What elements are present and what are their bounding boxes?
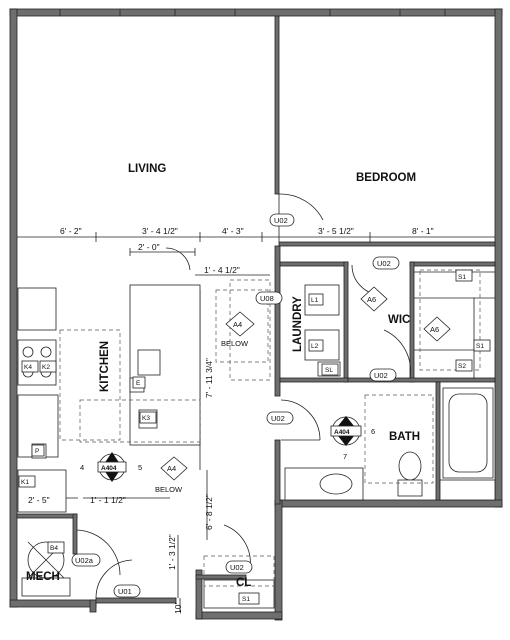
mech-equipment [21, 541, 71, 597]
bath-fixtures [284, 387, 496, 501]
door-tag: U02a [75, 556, 94, 565]
room-label-wic: WIC [388, 314, 410, 326]
section-tag: 6 [371, 427, 375, 436]
door-tag: U02 [377, 259, 391, 268]
section-tag: 7 [343, 452, 347, 461]
section-tag: A4 [167, 464, 176, 473]
door-tag: U01 [118, 587, 132, 596]
room-label-cl: CL [236, 577, 251, 589]
fixture-tag: K1 [21, 479, 29, 486]
dimension-label: 6' - 8 1/2" [204, 494, 214, 530]
dimension-label: 7' - 11 3/4" [204, 358, 214, 398]
section-tag: A6 [367, 295, 376, 304]
dimension-label: 1' - 4 1/2" [204, 265, 240, 275]
section-tag: A404 [334, 429, 350, 436]
dimension-label: 2' - 0" [138, 242, 160, 252]
door-tag: U02 [230, 563, 244, 572]
door-tag: U08 [260, 294, 274, 303]
fixture-tag: S1 [458, 274, 466, 281]
dimension-label: 10' [173, 603, 183, 614]
room-label-kitchen: KITCHEN [99, 341, 111, 392]
dimension-label: 3' - 5 1/2" [318, 226, 354, 236]
fixture-tag: L1 [311, 297, 319, 304]
fixture-tag: K4 [24, 364, 32, 371]
fixture-tag: S1 [476, 343, 484, 350]
fixture-tag: S1 [242, 596, 250, 603]
exterior-walls [9, 8, 503, 621]
tag-boxes [18, 213, 491, 605]
fixture-tag: SL [325, 367, 333, 374]
room-label-bath: BATH [389, 431, 420, 443]
section-tag: A6 [430, 325, 439, 334]
fixture-tag: S2 [458, 363, 466, 370]
dimension-label: 2' - 5" [28, 495, 50, 505]
dimension-label: 1' - 1 1/2" [90, 495, 126, 505]
dimension-label: 1' - 3 1/2" [167, 534, 177, 570]
dimension-label: 4' - 3" [222, 226, 244, 236]
section-tag: 4 [80, 463, 84, 472]
dimension-label: 8' - 1" [412, 226, 434, 236]
room-label-bedroom: BEDROOM [356, 172, 416, 184]
section-tag: A4 [233, 320, 242, 329]
fixture-tag: E [136, 380, 141, 387]
section-tag: A404 [101, 465, 117, 472]
door-tag: U02 [274, 216, 288, 225]
wic-shelving [414, 269, 495, 378]
interior-walls [16, 15, 496, 580]
fixture-tag: B4 [50, 545, 58, 552]
dimension-label: 3' - 4 1/2" [142, 226, 178, 236]
section-markers [97, 286, 451, 482]
section-tag: BELOW [221, 339, 249, 348]
room-label-mech: MECH [26, 571, 60, 583]
fixture-tag: L2 [311, 343, 319, 350]
door-tag: U02 [374, 371, 388, 380]
dimension-label: 6' - 2" [60, 226, 82, 236]
section-tag: BELOW [155, 485, 183, 494]
fixture-tag: P [35, 448, 39, 455]
door-swings [76, 193, 411, 599]
room-label-living: LIVING [128, 163, 166, 175]
section-tag: 5 [138, 463, 142, 472]
fixture-tag: K2 [42, 364, 50, 371]
room-label-laundry: LAUNDRY [292, 296, 304, 352]
fixture-tag: K3 [142, 415, 150, 422]
door-tag: U02 [271, 414, 285, 423]
